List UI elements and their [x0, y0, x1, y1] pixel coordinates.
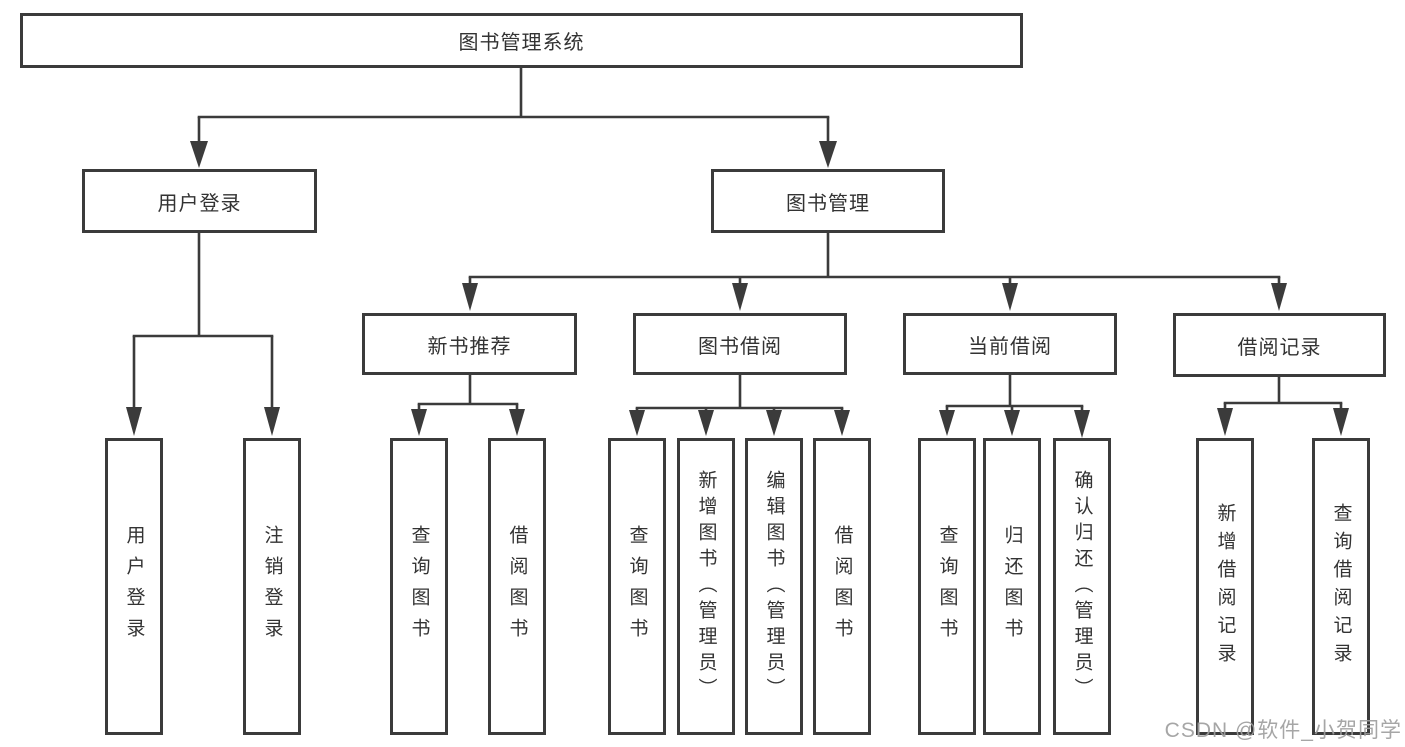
node-add-borrow-record: 新增借阅记录: [1196, 438, 1254, 735]
node-label: 查询图书: [936, 524, 958, 649]
node-label: 查询借阅记录: [1330, 502, 1352, 671]
node-label: 确认归还（管理员）: [1071, 469, 1093, 704]
node-book-borrowing: 图书借阅: [633, 313, 847, 375]
connector-book-borrowing-children: [629, 375, 850, 436]
node-label: 编辑图书（管理员）: [763, 469, 785, 704]
node-label: 查询图书: [626, 524, 648, 649]
node-label: 图书借阅: [698, 335, 782, 358]
node-logout: 注销登录: [243, 438, 301, 735]
node-label: 新增借阅记录: [1214, 502, 1236, 671]
node-label: 当前借阅: [968, 335, 1052, 358]
node-label: 借阅图书: [506, 524, 528, 649]
node-label: 查询图书: [408, 524, 430, 649]
connector-current-borrowing-children: [939, 375, 1090, 438]
node-label: 图书管理: [786, 192, 870, 215]
node-label: 图书管理系统: [458, 32, 585, 54]
node-confirm-return-admin: 确认归还（管理员）: [1053, 438, 1111, 735]
node-return-books: 归还图书: [983, 438, 1041, 735]
node-query-books-borrowing: 查询图书: [608, 438, 666, 735]
node-label: 归还图书: [1001, 524, 1023, 649]
node-add-books-admin: 新增图书（管理员）: [677, 438, 735, 735]
node-library-system: 图书管理系统: [20, 13, 1023, 68]
csdn-watermark: CSDN @软件_小贺同学: [1164, 719, 1402, 742]
node-query-borrow-record: 查询借阅记录: [1312, 438, 1370, 735]
connector-new-book-recommend-children: [411, 375, 525, 436]
node-current-borrowing: 当前借阅: [903, 313, 1117, 375]
node-label: 借阅记录: [1237, 336, 1322, 359]
node-query-books-current: 查询图书: [918, 438, 976, 735]
node-borrowing-records: 借阅记录: [1173, 313, 1386, 377]
node-label: 用户登录: [123, 524, 145, 649]
connector-root-to-level2: [190, 66, 837, 168]
connector-borrowing-records-children: [1217, 377, 1349, 436]
node-borrow-books-recommend: 借阅图书: [488, 438, 546, 735]
node-label: 借阅图书: [831, 524, 853, 649]
connector-user-login-children: [126, 233, 280, 436]
node-user-login: 用户登录: [82, 169, 317, 233]
node-edit-books-admin: 编辑图书（管理员）: [745, 438, 803, 735]
connector-book-management-children: [462, 233, 1287, 311]
node-borrow-books-borrowing: 借阅图书: [813, 438, 871, 735]
node-user-login-action: 用户登录: [105, 438, 163, 735]
node-query-books-recommend: 查询图书: [390, 438, 448, 735]
node-label: 用户登录: [157, 192, 242, 215]
node-label: 新书推荐: [427, 335, 512, 358]
node-label: 新增图书（管理员）: [695, 469, 717, 704]
node-book-management: 图书管理: [711, 169, 945, 233]
node-label: 注销登录: [261, 524, 283, 649]
node-new-book-recommend: 新书推荐: [362, 313, 577, 375]
